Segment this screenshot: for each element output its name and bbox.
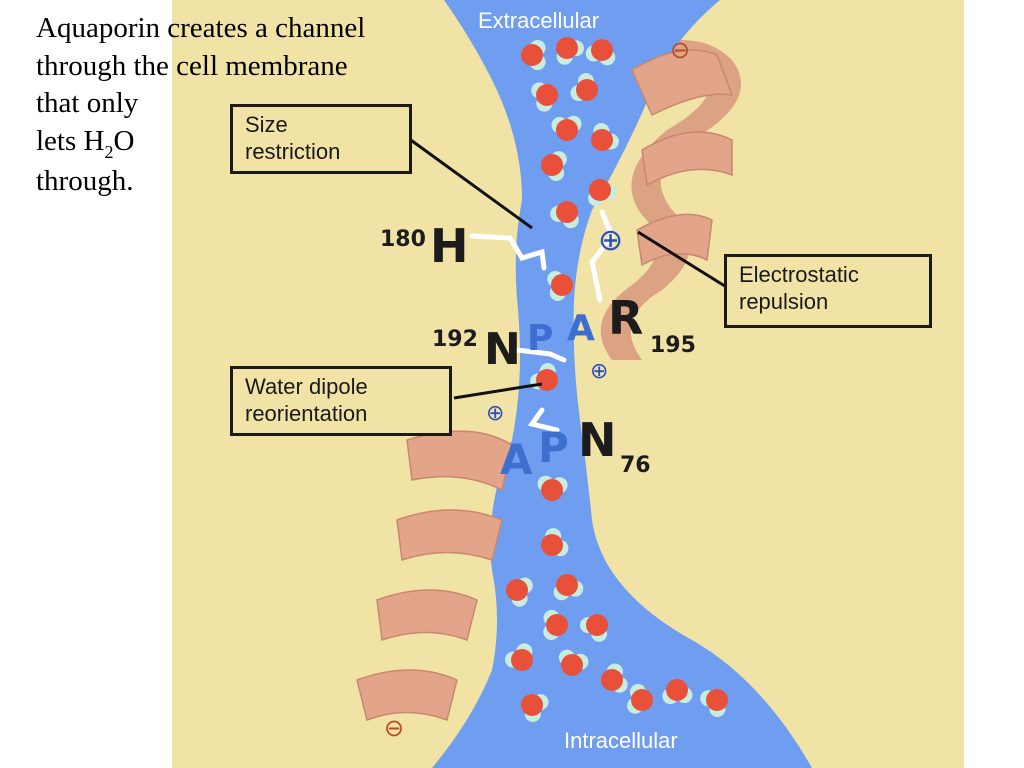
residue-number: 192: [432, 327, 478, 352]
water-molecule: [585, 39, 616, 66]
positive-charge-icon: ⊕: [590, 359, 608, 384]
water-molecules: [505, 37, 728, 722]
intracellular-label: Intracellular: [564, 728, 678, 753]
callout-text: repulsion: [739, 289, 829, 314]
residue-sticks: [469, 209, 615, 433]
water-molecule: [556, 37, 584, 65]
water-dipole-callout: Water dipole reorientation: [230, 366, 452, 436]
water-molecule: [521, 694, 549, 722]
size-restriction-callout: Size restriction: [230, 104, 412, 174]
electrostatic-repulsion-callout: Electrostatic repulsion: [724, 254, 932, 328]
caption: Aquaporin creates a channel through the …: [36, 10, 456, 201]
negative-charge-icon: ⊖: [384, 714, 404, 742]
residue-letter: N: [484, 324, 521, 375]
positive-charge-icon: ⊕: [598, 223, 623, 258]
aquaporin-figure: Extracellular Intracellular P A A P 1: [172, 0, 964, 768]
callout-text: reorientation: [245, 401, 368, 426]
residue-letter: R: [608, 291, 643, 345]
caption-line: that only: [36, 87, 139, 119]
charge-symbols: ⊕ ⊕ ⊕ ⊖ ⊖: [384, 36, 690, 742]
residue-letter: H: [430, 219, 469, 273]
water-molecule: [547, 271, 573, 301]
npa-motif-lower: A P: [500, 423, 569, 484]
motif-letter: P: [527, 318, 553, 359]
water-molecule: [558, 649, 589, 676]
water-molecule: [531, 82, 558, 112]
negative-charge-icon: ⊖: [670, 36, 690, 64]
electrostatic-leader: [637, 230, 729, 290]
water-molecule: [506, 577, 533, 607]
residue-letter: N: [578, 413, 617, 467]
water-molecule: [662, 679, 693, 705]
water-molecule: [551, 115, 582, 141]
callout-text: Electrostatic: [739, 262, 859, 287]
positive-charge-icon: ⊕: [486, 401, 504, 426]
caption-line: lets H2O: [36, 123, 456, 164]
water-molecule: [550, 201, 579, 229]
motif-letter: A: [567, 308, 595, 349]
motif-letter: A: [500, 435, 533, 484]
water-molecule: [521, 39, 546, 71]
motif-letter: P: [538, 423, 569, 472]
water-molecule: [601, 663, 628, 693]
water-molecule: [627, 683, 653, 714]
asparagine192-stick: [514, 347, 567, 363]
npa-motif-upper: P A: [527, 308, 595, 359]
caption-line: through the cell membrane: [36, 49, 348, 82]
water-molecule: [537, 475, 568, 501]
water-molecule: [570, 73, 598, 102]
water-molecule: [553, 574, 584, 601]
residue-number: 180: [380, 227, 426, 252]
water-molecule: [580, 614, 608, 642]
residue-number: 76: [620, 453, 651, 478]
caption-text: O: [113, 124, 135, 157]
caption-text: lets H: [36, 124, 105, 157]
extracellular-label: Extracellular: [478, 8, 599, 33]
dipole-leader: [453, 382, 543, 400]
callout-text: Size: [245, 112, 288, 137]
caption-line: through.: [36, 165, 134, 197]
water-molecule: [541, 151, 567, 181]
water-molecule: [543, 609, 568, 640]
asparagine76-stick: [527, 407, 560, 433]
water-molecule: [700, 689, 728, 717]
caption-line: Aquaporin creates a channel: [36, 12, 366, 44]
helix-back: [600, 40, 741, 360]
callout-lines: [407, 136, 729, 400]
callout-text: Water dipole: [245, 374, 368, 399]
histidine-stick: [469, 233, 547, 271]
aquaporin-diagram: Extracellular Intracellular P A A P 1: [356, 0, 812, 768]
water-molecule: [588, 179, 617, 207]
water-channel: [432, 0, 812, 768]
water-molecule: [591, 123, 619, 151]
water-molecule: [505, 643, 533, 671]
residue-labels: 180 H 192 N R 195 N 76: [380, 219, 696, 478]
residue-number: 195: [650, 333, 696, 358]
size-restriction-leader: [407, 136, 533, 230]
arginine-stick: [589, 209, 615, 303]
caption-subscript: 2: [104, 141, 114, 162]
water-molecule: [541, 528, 569, 557]
callout-text: restriction: [245, 139, 341, 164]
helix-front: [356, 49, 734, 721]
